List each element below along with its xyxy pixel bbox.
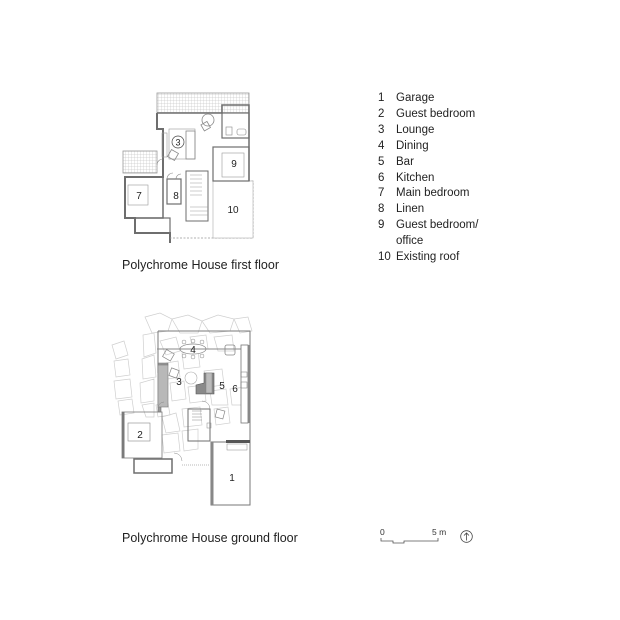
ground-floor-plan: 4 3 5 6 2 1 — [111, 312, 253, 506]
existing-roof — [212, 180, 254, 239]
legend-num — [378, 234, 396, 250]
legend-label: Existing roof — [396, 251, 460, 264]
legend-item: 6 Kitchen — [378, 171, 478, 187]
room-label-10: 10 — [227, 205, 239, 216]
room-8 — [166, 178, 182, 205]
legend-label: Main bedroom — [396, 187, 470, 200]
legend-label: Kitchen — [396, 171, 435, 184]
room-legend: 1 Garage 2 Guest bedroom 3 Lounge 4 Dining 5… — [378, 91, 478, 266]
legend-item: 2 Guest bedroom — [378, 107, 478, 123]
room-label-3: 3 — [176, 377, 182, 388]
room-3-marker — [171, 135, 185, 149]
legend-num: 7 — [378, 187, 385, 200]
room-label-5: 5 — [219, 381, 225, 392]
legend-num: 4 — [378, 139, 385, 152]
scale-line — [380, 538, 439, 544]
room-label-2: 2 — [137, 430, 143, 441]
legend-item: office — [378, 234, 478, 250]
scale-end-label: 5 m — [432, 527, 447, 537]
room-1-garage — [210, 441, 251, 506]
legend-num: 6 — [378, 171, 385, 184]
legend-item: 8 Linen — [378, 202, 478, 218]
legend-label: office — [396, 235, 424, 248]
legend-label: Lounge — [396, 123, 435, 136]
legend-label: Bar — [396, 155, 414, 168]
legend-num: 1 — [378, 92, 385, 104]
ensuite — [134, 217, 171, 234]
legend-item: 10 Existing roof — [378, 250, 478, 266]
legend-num: 9 — [378, 219, 385, 232]
first-floor-plan: 3 9 7 8 10 — [122, 92, 254, 243]
terrace-top — [156, 92, 250, 114]
ground-floor-caption: Polychrome House ground floor — [122, 531, 298, 545]
room-7 — [124, 176, 164, 219]
scale-start-label: 0 — [380, 527, 385, 537]
terrace-left — [122, 150, 158, 174]
legend-num: 2 — [378, 107, 385, 120]
legend-num: 5 — [378, 155, 385, 168]
room-9 — [212, 146, 250, 182]
legend-num: 3 — [378, 123, 385, 136]
room-label-1: 1 — [229, 473, 235, 484]
legend-num: 8 — [378, 203, 385, 216]
legend-label: Guest bedroom — [396, 107, 476, 120]
legend-label: Linen — [396, 203, 425, 216]
stairs-first-floor — [185, 170, 209, 222]
room-label-3: 3 — [175, 138, 180, 148]
room-label-8: 8 — [173, 191, 179, 202]
room-label-9: 9 — [231, 159, 237, 170]
north-arrow-icon — [460, 530, 473, 543]
room-label-6: 6 — [232, 384, 238, 395]
room-2 — [122, 412, 125, 458]
legend-label: Garage — [396, 92, 435, 104]
guest-bath — [133, 458, 173, 474]
legend-item: 1 Garage — [378, 91, 478, 107]
room-label-4: 4 — [190, 345, 196, 356]
legend-item: 4 Dining — [378, 139, 478, 155]
legend-label: Guest bedroom/ — [396, 219, 479, 232]
first-floor-caption: Polychrome House first floor — [122, 258, 280, 272]
bathroom-upper — [221, 112, 250, 139]
stairs-ground-floor — [187, 408, 211, 442]
legend-item: 9 Guest bedroom/ — [378, 218, 478, 234]
legend-item: 3 Lounge — [378, 123, 478, 139]
legend-label: Dining — [396, 139, 429, 152]
legend-num: 10 — [378, 251, 391, 264]
legend-item: 7 Main bedroom — [378, 186, 478, 202]
scale-bar: 0 5 m — [380, 527, 450, 547]
room-label-7: 7 — [136, 191, 142, 202]
legend-item: 5 Bar — [378, 155, 478, 171]
